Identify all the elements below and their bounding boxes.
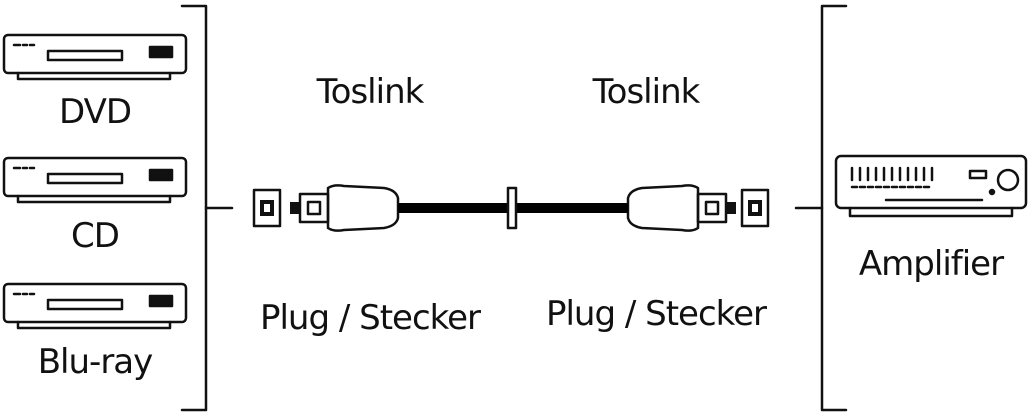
dvd-player-icon (2, 33, 188, 81)
destination-label-amplifier: Amplifier (858, 244, 1004, 284)
left-toslink-socket-icon (252, 188, 282, 228)
source-label-bluray: Blu-ray (37, 342, 154, 382)
right-plug-label: Plug / Stecker (545, 294, 767, 334)
left-toslink-plug-icon (290, 184, 400, 232)
amplifier-icon (834, 154, 1028, 218)
destination-bracket (794, 4, 848, 412)
toslink-cable (398, 186, 628, 230)
cd-player-icon (2, 156, 188, 204)
source-label-dvd: DVD (58, 92, 132, 132)
left-connector-label: Toslink (316, 72, 425, 112)
source-label-cd: CD (71, 216, 120, 256)
right-toslink-plug-icon (626, 184, 736, 232)
right-connector-label: Toslink (592, 72, 701, 112)
right-toslink-socket-icon (740, 188, 770, 228)
source-group-bracket (180, 4, 234, 412)
bluray-player-icon (2, 282, 188, 330)
left-plug-label: Plug / Stecker (259, 298, 481, 338)
